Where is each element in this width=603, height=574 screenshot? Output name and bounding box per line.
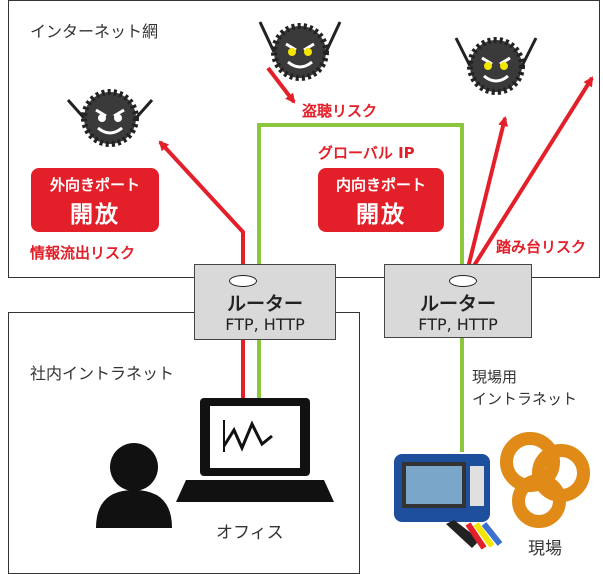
leak-risk-label: 情報流出リスク — [30, 244, 136, 262]
malware-icon — [454, 37, 538, 95]
global-ip-label: グローバル IP — [318, 144, 415, 162]
site-label: 現場 — [528, 539, 562, 559]
inbound-port-open-badge: 内向きポート 開放 — [318, 168, 444, 232]
router-protocols: FTP, HTTP — [225, 315, 305, 334]
eavesdrop-arrow — [266, 66, 296, 104]
site-intranet-label: 現場用 イントラネット — [472, 368, 578, 408]
stepping-arrow-2 — [463, 76, 594, 282]
intranet-zone-label: 社内イントラネット — [30, 364, 175, 383]
outbound-badge-line2: 開放 — [70, 202, 120, 228]
inbound-badge-line1: 内向きポート — [335, 176, 426, 194]
green-lines — [257, 123, 464, 452]
eavesdrop-risk-label: 盗聴リスク — [302, 102, 378, 120]
internet-zone-label: インターネット網 — [30, 22, 159, 41]
clamp-sensor-icon — [512, 474, 566, 528]
stepping-arrow-1 — [463, 116, 508, 281]
office-label: オフィス — [216, 523, 284, 543]
power-logger-icon — [394, 454, 503, 550]
router-title: ルーター — [419, 293, 496, 315]
global-ip-path — [257, 123, 464, 280]
outbound-port-open-badge: 外向きポート 開放 — [31, 168, 159, 232]
router-protocols: FTP, HTTP — [418, 315, 498, 334]
malware-icon — [258, 21, 342, 81]
inbound-badge-line2: 開放 — [356, 202, 406, 228]
malware-icon — [66, 89, 154, 147]
router-title: ルーター — [226, 293, 303, 315]
office-router: ルーター FTP, HTTP — [194, 264, 336, 340]
outbound-badge-line1: 外向きポート — [49, 176, 140, 194]
router-port — [449, 275, 477, 287]
laptop-icon — [176, 398, 334, 502]
site-router: ルーター FTP, HTTP — [384, 264, 532, 338]
person-icon — [96, 443, 172, 528]
router-port — [229, 275, 257, 287]
stepping-risk-label: 踏み台リスク — [496, 238, 587, 256]
leak-arrow — [158, 140, 245, 282]
